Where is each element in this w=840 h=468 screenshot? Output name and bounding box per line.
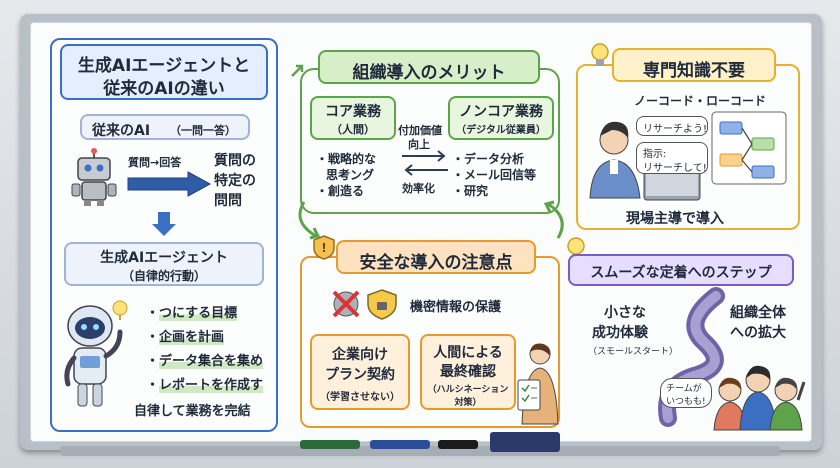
result-line2: 特定の (214, 173, 256, 189)
agent-label-text: 生成AIエージェント (100, 250, 228, 266)
black-marker (438, 440, 478, 449)
core-sub: （人間） (331, 123, 375, 136)
agent-label: 生成AIエージェント （自律的行動） (64, 242, 264, 286)
list-item: ・データ集合を集め (146, 354, 264, 369)
adoption-steps-title-text: スムーズな定着へのステップ (590, 265, 772, 281)
bubble1-text: リサーチよう! (643, 124, 708, 135)
merit-title: 組織導入のメリット (318, 50, 540, 84)
box1-sub: （学習させない） (320, 392, 400, 403)
security-label: 機密情報の保護 (410, 300, 502, 315)
box2-sub-line1: （ハルシネーション (427, 385, 509, 395)
no-expertise-title: 専門知識不要 (612, 48, 776, 82)
step1-line1: 小さな (604, 305, 646, 321)
box1-line2: プラン契約 (325, 367, 395, 383)
list-item: ・戦略的な (316, 152, 377, 166)
team-bubble-line2: いつもも! (666, 397, 706, 407)
step2-line2: への拡大 (730, 325, 786, 341)
team-illustration (713, 365, 806, 431)
safety-title: 安全な導入の注意点 (336, 240, 536, 274)
robot-icon (71, 148, 117, 206)
down-arrow-icon (152, 212, 176, 236)
box1-line1: 企業向け (332, 347, 388, 363)
left-title-line1: 生成AIエージェントと (77, 56, 251, 76)
speech-bubble: リサーチよう! (636, 116, 708, 136)
instruction-bubble: 指示: リサーチして! (636, 142, 708, 174)
marker-tray (60, 446, 780, 456)
list-item: ・研究 (452, 184, 489, 198)
agent-sub-text: （自律的行動） (121, 269, 206, 283)
result-line3: 問問 (214, 193, 242, 209)
box2-line1: 人間による (433, 345, 503, 361)
agent-robot-icon (64, 300, 128, 407)
corner-arrow-icon (291, 64, 304, 77)
field-led-caption: 現場主導で導入 (626, 211, 724, 227)
left-title-line2: 従来のAIの違い (103, 79, 225, 99)
noncore-sub: （デジタル従業員） (456, 125, 546, 136)
exchange-arrows-icon (402, 150, 448, 176)
step1-sub: （スモールスタート） (588, 347, 679, 357)
list-item: ・レポートを作成す (146, 378, 264, 393)
step1-line2: 成功体験 (592, 325, 648, 341)
traditional-ai-label: 従来のAI （一問一答） (80, 114, 250, 140)
core-work-box: コア業務 （人間） (310, 96, 396, 140)
merit-title-text: 組織導入のメリット (352, 63, 506, 83)
green-marker (300, 440, 360, 449)
list-item: ・創造る (316, 184, 365, 198)
noncore-label: ノンコア業務 (459, 104, 543, 120)
result-line1: 質問の (214, 153, 256, 169)
value-label-line1: 付加価値 (398, 124, 442, 137)
eraser (490, 432, 560, 452)
noncore-work-box: ノンコア業務 （デジタル従業員） (448, 96, 554, 140)
blue-marker (370, 440, 430, 449)
shield-warning-icon: ! (313, 235, 335, 260)
security-icons (332, 289, 397, 320)
efficiency-label: 効率化 (402, 182, 435, 195)
core-label: コア業務 (325, 104, 381, 120)
qa-label: 質問→回答 (128, 156, 182, 169)
no-expertise-title-text: 専門知識不要 (643, 61, 745, 81)
team-speech-bubble: チームが いつもも! (660, 378, 712, 408)
cycle-arrows-icon (298, 200, 564, 240)
adoption-steps-title: スムーズな定着へのステップ (568, 254, 794, 286)
enterprise-plan-box: 企業向け プラン契約 （学習させない） (310, 334, 410, 410)
human-check-box: 人間による 最終確認 （ハルシネーション 対策） (420, 334, 516, 410)
office-worker-illustration (589, 111, 787, 201)
list-item: ・企画を計画 (146, 330, 225, 345)
checklist-person-illustration (517, 343, 559, 425)
nocode-label: ノーコード・ローコード (634, 94, 767, 108)
bubble2-line2: リサーチして! (643, 163, 707, 174)
agent-conclusion: 自律して業務を完結 (134, 404, 251, 419)
list-item: ・メール回信等 (452, 168, 537, 182)
step2-line1: 組織全体 (730, 305, 786, 321)
box2-sub-line2: 対策） (454, 398, 482, 408)
list-item: 思考ング (326, 168, 375, 182)
box2-line2: 最終確認 (440, 364, 496, 380)
team-bubble-line1: チームが (666, 384, 702, 394)
lightbulb-icon (591, 43, 609, 66)
bubble2-line1: 指示: (643, 149, 667, 160)
safety-title-text: 安全な導入の注意点 (359, 253, 513, 273)
svg-text:!: ! (321, 241, 326, 255)
list-item: ・つにする目標 (146, 306, 238, 321)
value-label-line2: 向上 (408, 138, 430, 151)
left-title: 生成AIエージェントと 従来のAIの違い (60, 44, 268, 100)
right-arrow-icon (127, 171, 212, 197)
list-item: ・データ分析 (452, 152, 525, 166)
